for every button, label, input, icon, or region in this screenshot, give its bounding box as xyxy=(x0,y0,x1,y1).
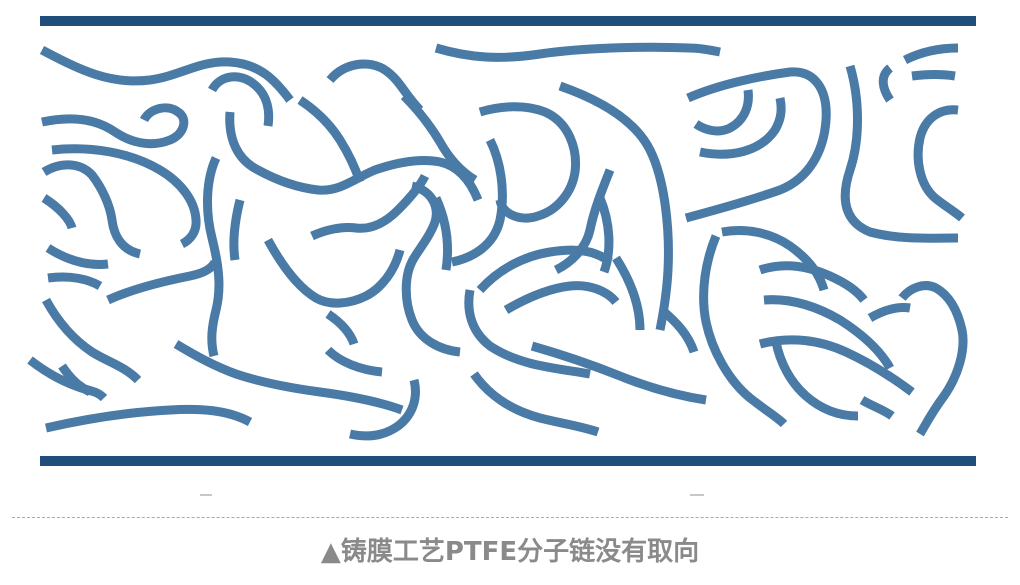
polymer-chain xyxy=(47,272,103,290)
polymer-chain xyxy=(39,46,294,103)
polymer-chain xyxy=(41,103,189,149)
polymer-chain xyxy=(503,281,620,314)
polymer-chain xyxy=(758,335,915,396)
polymer-chains xyxy=(27,42,968,441)
polymer-chain xyxy=(763,295,894,371)
polymer-chain xyxy=(612,255,645,331)
polymer-chain xyxy=(325,310,359,346)
polymer-chain xyxy=(595,196,614,274)
polymer-chain xyxy=(203,156,224,358)
polymer-chain xyxy=(51,144,201,249)
caption-divider xyxy=(12,517,1008,518)
polymer-chain xyxy=(771,341,859,421)
polymer-chain xyxy=(911,70,956,81)
polymer-chain xyxy=(470,371,600,437)
polymer-chain xyxy=(530,341,707,405)
polymer-chain xyxy=(464,289,591,379)
polymer-chain xyxy=(859,396,895,420)
polymer-chain xyxy=(699,234,788,428)
polymer-chain xyxy=(840,64,959,243)
polymer-chain xyxy=(225,111,483,202)
polymer-chain xyxy=(310,173,430,241)
polymer-chain xyxy=(693,89,753,136)
polymer-chain xyxy=(45,244,109,269)
polymer-chain xyxy=(45,404,253,433)
polymer-chain xyxy=(401,181,461,357)
polymer-chain xyxy=(659,306,699,354)
polymer-chain xyxy=(867,303,911,322)
polymer-chain xyxy=(558,81,673,331)
bottom-plate xyxy=(40,456,976,466)
polymer-chain xyxy=(721,226,829,292)
polymer-chain xyxy=(349,378,420,441)
polymer-chain xyxy=(264,237,405,308)
polymer-chain xyxy=(173,340,404,415)
polymer-chain xyxy=(229,198,245,261)
polymer-chain xyxy=(699,97,786,159)
polymer-chain xyxy=(478,102,581,223)
polymer-chain xyxy=(878,64,894,103)
figure-caption: ▲铸膜工艺PTFE分子链没有取向 xyxy=(320,537,700,567)
polymer-chain xyxy=(42,297,142,384)
polymer-chain xyxy=(898,281,968,437)
polymer-chain xyxy=(41,194,77,230)
speck xyxy=(690,494,704,496)
polymer-chain xyxy=(400,92,478,184)
polymer-chain xyxy=(324,346,383,377)
polymer-chain xyxy=(58,363,93,397)
polymer-chain xyxy=(450,137,507,267)
speck xyxy=(200,494,212,496)
top-plate xyxy=(40,16,976,26)
polymer-chain xyxy=(684,67,831,223)
polymer-chain xyxy=(41,160,142,259)
polymer-chain xyxy=(476,245,613,294)
polymer-chain xyxy=(758,261,868,303)
ptfe-chain-diagram xyxy=(27,16,976,496)
polymer-chain xyxy=(208,72,274,127)
polymer-chain xyxy=(553,168,615,275)
polymer-chain xyxy=(434,42,721,62)
polymer-chain xyxy=(106,259,220,305)
polymer-chain xyxy=(297,96,365,184)
polymer-chain xyxy=(902,43,959,65)
polymer-chain xyxy=(913,105,965,222)
